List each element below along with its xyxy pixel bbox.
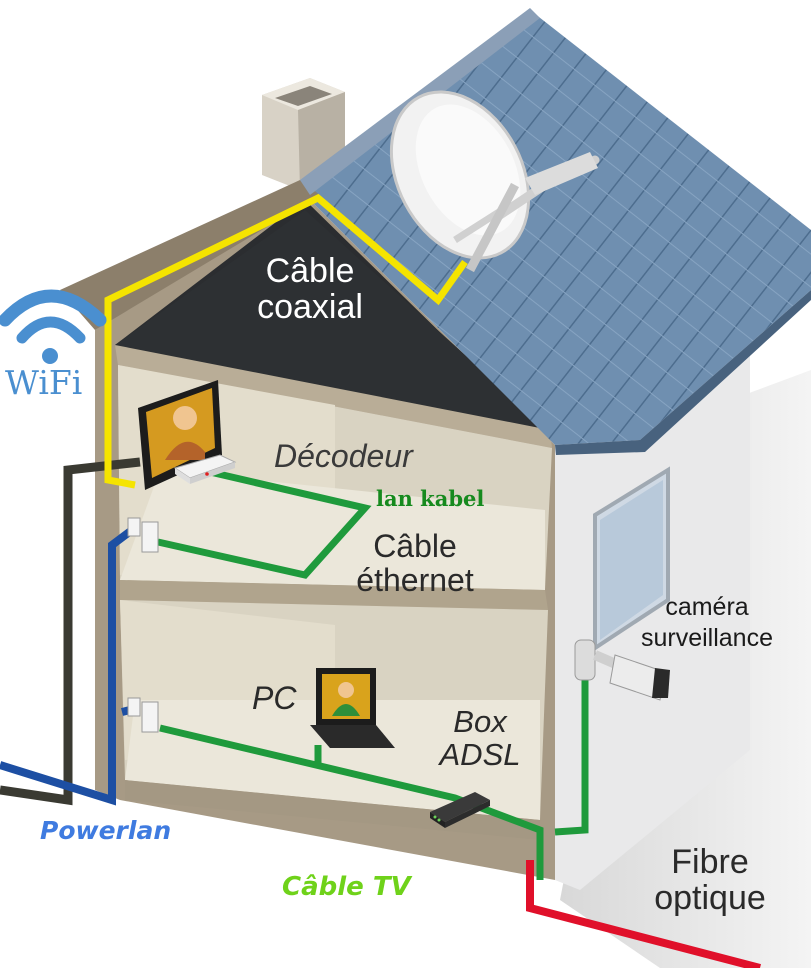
decoder-box-icon [173,454,237,484]
wifi-label: WiFi [5,363,83,402]
decodeur-label: Décodeur [274,438,413,474]
coax-cable [104,193,468,489]
attic-floor [115,345,552,448]
box-adsl-line2: ADSL [439,736,521,772]
fibre-optique-line2: optique [654,878,766,917]
powerline-adapter-upper-icon [127,517,159,553]
cable-ethernet-label: Câble éthernet [335,528,495,598]
box-adsl-icon [430,792,490,828]
pc-label: PC [252,680,297,716]
camera-line2: surveillance [640,624,773,653]
box-adsl-label: Box ADSL [420,704,540,772]
powerline-adapter-lower-icon [127,697,159,733]
cable-tv-label: Câble TV [282,872,411,902]
satellite-dish-icon [389,90,600,273]
fibre-optique-line1: Fibre [671,843,749,881]
powerlan-label: Powerlan [40,816,172,845]
ethernet-cable-upper [157,468,372,579]
powerlan-cable [0,526,135,806]
cable-coaxial-line1: Câble [265,252,355,290]
fibre-cable [526,860,762,968]
fibre-optique-label: Fibre optique [630,843,790,917]
camera-line1: caméra [665,593,749,621]
surveillance-camera-icon [574,639,670,701]
camera-cable [554,675,589,836]
cable-ethernet-line1: Câble [373,528,457,564]
box-adsl-line1: Box [453,704,507,739]
pc-laptop-icon [310,668,395,748]
wifi-icon [0,289,107,364]
cable-coaxial-label: Câble coaxial [240,252,380,326]
lan-kabel-label: lan kabel [376,486,485,511]
ethernet-cable-lower [159,724,544,880]
cable-ethernet-line2: éthernet [356,561,474,598]
cable-coaxial-line2: coaxial [257,287,363,326]
camera-label: caméra surveillance [612,592,802,655]
antenna-cable [0,457,141,806]
